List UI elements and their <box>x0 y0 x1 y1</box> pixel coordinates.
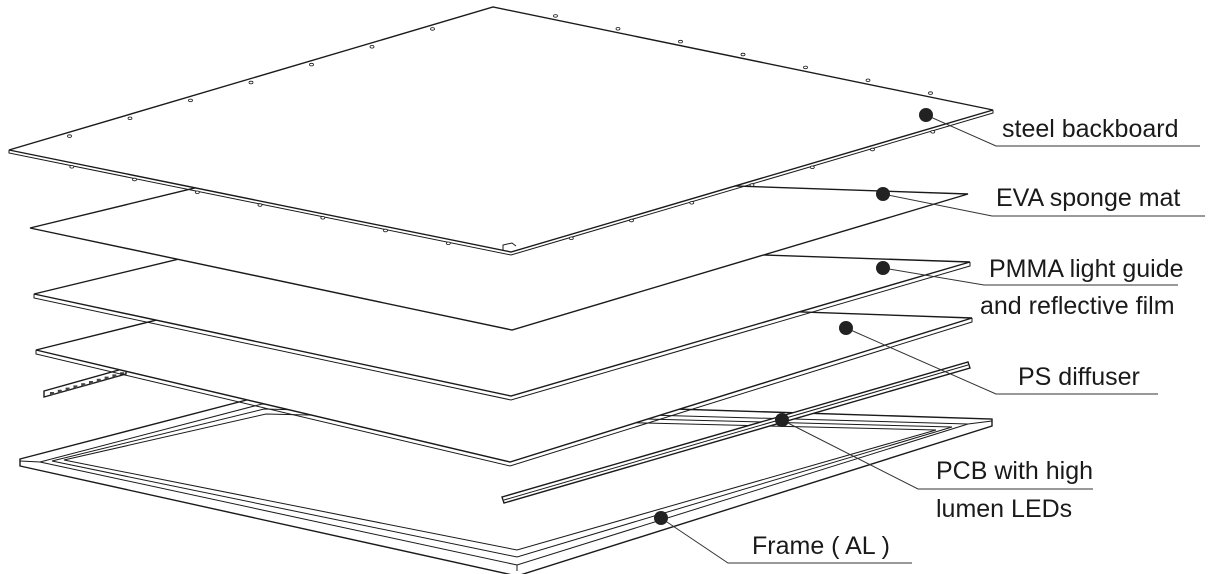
leader-eva <box>882 193 1205 217</box>
screw-hole <box>678 39 683 44</box>
marker-eva <box>876 187 890 201</box>
screw-hole <box>809 165 815 169</box>
screw-hole <box>928 91 933 95</box>
leader-pcb <box>781 419 1093 490</box>
screw-hole <box>740 52 746 57</box>
screw-hole <box>865 78 871 82</box>
screw-hole <box>629 218 634 223</box>
screw-hole <box>749 183 755 187</box>
label-frame-al: Frame ( AL ) <box>752 532 890 560</box>
screw-hole <box>430 27 435 31</box>
screw-hole <box>132 177 137 182</box>
leader-frame <box>660 517 912 564</box>
led-strip-left <box>43 367 127 398</box>
label-steel-backboard: steel backboard <box>1002 115 1179 143</box>
leader-diffuser <box>845 327 1158 395</box>
led-chip <box>65 387 70 391</box>
callout-markers <box>654 108 933 525</box>
screw-hole <box>553 14 558 18</box>
labels: steel backboard EVA sponge mat PMMA ligh… <box>752 115 1184 560</box>
label-reflective-film: and reflective film <box>980 292 1175 320</box>
screw-hole <box>803 65 808 70</box>
marker-pmma <box>876 261 890 275</box>
screw-hole <box>320 216 326 220</box>
leader-pmma <box>882 267 1178 286</box>
screw-hole <box>248 80 254 85</box>
led-chip <box>57 389 62 393</box>
label-lumen-leds: lumen LEDs <box>936 495 1072 523</box>
led-chip <box>104 376 109 380</box>
screw-hole <box>615 27 621 31</box>
screw-hole <box>69 165 75 169</box>
led-chip <box>120 372 125 376</box>
led-chip <box>73 385 78 389</box>
screw-hole <box>383 228 388 233</box>
marker-pcb <box>775 413 789 427</box>
label-pcb-high: PCB with high <box>936 457 1093 485</box>
screw-hole <box>689 201 695 205</box>
screw-hole <box>188 98 193 103</box>
screw-hole <box>870 147 875 152</box>
screw-hole <box>369 45 375 49</box>
marker-frame <box>654 511 668 525</box>
screw-hole <box>257 203 263 207</box>
label-ps-diffuser: PS diffuser <box>1018 363 1140 391</box>
screw-hole <box>194 190 200 194</box>
leader-lines <box>660 114 1205 564</box>
screw-hole <box>445 241 451 245</box>
marker-backboard <box>919 108 933 122</box>
screw-hole <box>568 236 574 240</box>
screw-hole <box>309 62 314 67</box>
label-eva-sponge-mat: EVA sponge mat <box>996 184 1180 212</box>
steel-backboard <box>8 6 994 256</box>
pcb-led-strip <box>501 361 971 504</box>
led-chip <box>112 374 117 378</box>
leader-backboard <box>925 114 1200 147</box>
screw-hole <box>127 116 133 120</box>
label-pmma-light-guide: PMMA light guide <box>989 255 1184 283</box>
led-chip <box>81 383 86 387</box>
screw-hole <box>930 130 936 134</box>
marker-diffuser <box>839 321 853 335</box>
led-chip <box>50 392 54 395</box>
led-chip <box>89 381 93 384</box>
led-chip <box>96 378 101 382</box>
screw-hole <box>67 134 72 138</box>
frame-al <box>19 395 993 574</box>
